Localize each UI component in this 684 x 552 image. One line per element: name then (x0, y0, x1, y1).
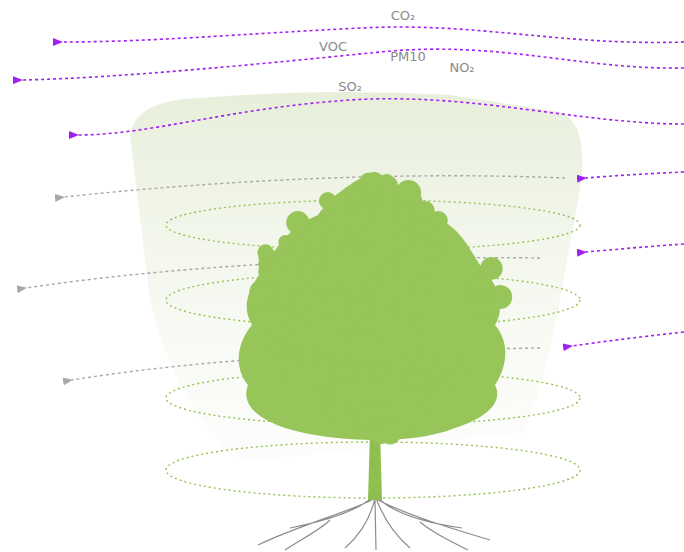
leaf-cluster (292, 236, 306, 250)
leaf-cluster (381, 332, 390, 341)
leaf-cluster (419, 350, 427, 358)
leaf-cluster (468, 292, 478, 302)
pollutant-flows (22, 27, 684, 346)
leaf-cluster (278, 235, 292, 249)
leaf-cluster (290, 316, 309, 335)
leaf-cluster (367, 285, 391, 309)
leaf-cluster (391, 237, 407, 253)
leaf-cluster (350, 400, 362, 412)
leaf-cluster (321, 310, 329, 318)
leaf-cluster (318, 210, 332, 224)
pollutant-label: PM10 (390, 50, 426, 63)
leaf-cluster (393, 201, 416, 224)
leaf-cluster (473, 339, 497, 363)
leaf-cluster (480, 321, 488, 329)
leaf-cluster (452, 364, 468, 380)
leaf-cluster (378, 404, 393, 419)
leaf-cluster (379, 257, 397, 275)
leaf-cluster (275, 290, 292, 307)
pollutant-label: VOC (319, 40, 347, 53)
tree-foliage (239, 172, 513, 445)
leaf-cluster (257, 244, 273, 260)
leaf-cluster (480, 257, 503, 280)
leaf-cluster (331, 341, 352, 362)
pollutant-label: SO₂ (338, 80, 362, 93)
leaf-cluster (347, 295, 370, 318)
leaf-cluster (318, 346, 329, 357)
leaf-cluster (258, 260, 267, 269)
leaf-cluster (307, 250, 324, 267)
leaf-cluster (324, 402, 339, 417)
leaf-cluster (297, 288, 319, 310)
leaf-cluster (280, 341, 292, 353)
leaf-cluster (382, 176, 398, 192)
leaf-cluster (332, 361, 341, 370)
leaf-cluster (413, 275, 433, 295)
leaf-cluster (415, 233, 428, 246)
leaf-cluster (421, 399, 436, 414)
leaf-cluster (368, 344, 378, 354)
leaf-cluster (336, 244, 350, 258)
leaf-cluster (286, 211, 309, 234)
leaf-cluster (249, 280, 275, 306)
leaf-cluster (405, 373, 417, 385)
leaf-cluster (424, 387, 435, 398)
leaf-cluster (424, 363, 441, 380)
leaf-cluster (354, 416, 370, 432)
leaf-cluster (268, 319, 289, 340)
leaf-cluster (291, 347, 303, 359)
pollutant-label: NO₂ (449, 61, 474, 74)
leaf-cluster (397, 254, 406, 263)
tree-roots (258, 495, 490, 550)
leaf-cluster (458, 342, 470, 354)
leaf-cluster (408, 314, 423, 329)
canopy-haze (130, 92, 582, 462)
leaf-cluster (317, 385, 331, 399)
leaf-cluster (362, 396, 372, 406)
leaf-cluster (350, 233, 359, 242)
pollutant-label: CO₂ (391, 9, 416, 22)
leaf-cluster (281, 366, 296, 381)
leaf-cluster (430, 354, 440, 364)
leaf-cluster (372, 361, 389, 378)
leaf-cluster (488, 285, 512, 309)
leaf-cluster (377, 417, 388, 428)
leaf-cluster (350, 204, 360, 214)
leaf-cluster (351, 298, 369, 316)
leaf-cluster (315, 274, 338, 297)
leaf-cluster (429, 211, 448, 230)
